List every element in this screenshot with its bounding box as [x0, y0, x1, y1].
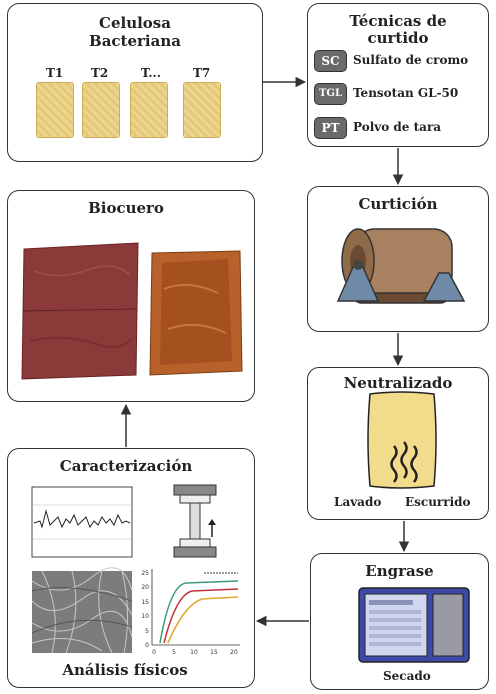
x-tick-10: 10 — [190, 649, 198, 656]
sem-micrograph — [31, 567, 133, 654]
sc-badge: SC — [314, 50, 347, 72]
tgl-badge: TGL — [314, 83, 347, 105]
sample-label-t2: T2 — [91, 66, 109, 80]
celulosa-title-1: Celulosa — [99, 14, 171, 32]
y-tick-15: 15 — [141, 599, 149, 606]
sample-t7 — [183, 82, 221, 138]
biocuero-red-sample — [21, 242, 139, 380]
celulosa-title-2: Bacteriana — [89, 32, 181, 50]
caracterizacion-title: Caracterización — [59, 457, 193, 475]
neutralizado-box: Neutralizado Lavado Escurrido — [307, 367, 489, 520]
y-tick-10: 10 — [141, 613, 149, 620]
tecnicas-title-1: Técnicas de — [349, 12, 447, 30]
sample-t2 — [82, 82, 120, 138]
sc-label: Sulfato de cromo — [353, 53, 469, 67]
growth-curve-chart: 25 20 15 10 5 0 0 5 10 15 20 — [141, 569, 240, 656]
signal-plot — [31, 486, 133, 558]
caracterizacion-box: Caracterización 25 20 15 10 5 0 0 5 10 1… — [7, 448, 255, 688]
tgl-label: Tensotan GL-50 — [353, 86, 459, 100]
curve-yellow — [167, 596, 239, 644]
sample-label-t7: T7 — [193, 66, 211, 80]
celulosa-box: Celulosa Bacteriana T1 T2 T... T7 — [7, 3, 263, 162]
biocuero-box: Biocuero — [7, 190, 255, 402]
tecnicas-box: Técnicas de curtido SC Sulfato de cromo … — [307, 3, 489, 147]
sample-t1 — [36, 82, 74, 138]
curve-green — [159, 580, 239, 644]
sample-label-t3: T... — [141, 66, 161, 80]
biocuero-title: Biocuero — [88, 199, 164, 217]
secado-label: Secado — [383, 669, 431, 683]
x-tick-15: 15 — [210, 649, 218, 656]
wet-sample-illustration — [367, 391, 437, 489]
drip-2 — [400, 441, 408, 479]
x-tick-0: 0 — [152, 649, 156, 656]
tecnicas-title-2: curtido — [367, 29, 429, 47]
curticion-title: Curtición — [358, 195, 438, 213]
analisis-fisicos-label: Análisis físicos — [62, 661, 188, 679]
tensile-tester-illustration — [173, 484, 217, 558]
escurrido-label: Escurrido — [405, 495, 471, 509]
x-tick-5: 5 — [172, 649, 176, 656]
sample-t3 — [130, 82, 168, 138]
drip-1 — [390, 445, 398, 483]
x-tick-20: 20 — [230, 649, 238, 656]
y-tick-5: 5 — [145, 628, 149, 635]
drip-3 — [410, 445, 418, 483]
y-tick-25: 25 — [141, 570, 149, 577]
pt-label: Polvo de tara — [353, 120, 442, 134]
y-tick-20: 20 — [141, 584, 149, 591]
engrase-title: Engrase — [365, 562, 434, 580]
y-tick-0: 0 — [145, 642, 149, 649]
lavado-label: Lavado — [334, 495, 382, 509]
tanning-drum-illustration — [336, 228, 466, 304]
drying-machine-illustration — [358, 587, 470, 663]
biocuero-brown-sample — [149, 250, 243, 376]
engrase-box: Engrase Secado — [310, 553, 489, 690]
neutralizado-title: Neutralizado — [343, 374, 453, 392]
pt-badge: PT — [314, 117, 347, 139]
curve-red — [163, 588, 239, 644]
curticion-box: Curtición — [307, 186, 489, 332]
sample-label-t1: T1 — [46, 66, 64, 80]
